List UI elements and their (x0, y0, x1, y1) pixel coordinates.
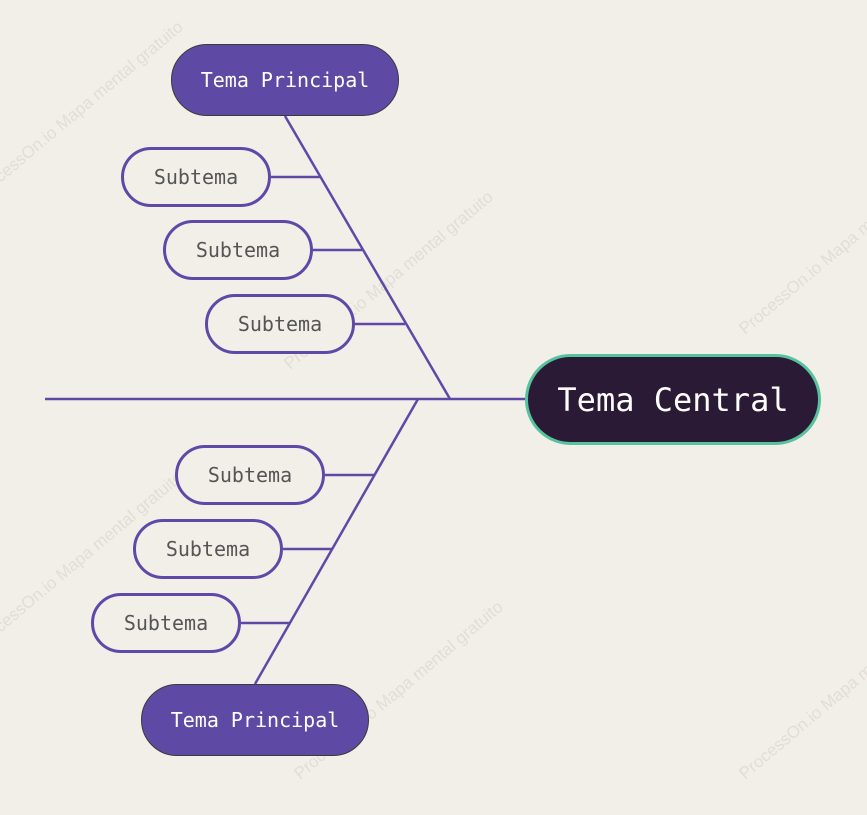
watermark: ProcessOn.io Mapa mental gratuito (735, 152, 867, 338)
subtopic-label: Subtema (123, 611, 209, 635)
subtopic-node-lower-3[interactable]: Subtema (91, 593, 241, 653)
main-topic-node-upper[interactable]: Tema Principal (171, 44, 399, 116)
subtopic-node-upper-3[interactable]: Subtema (205, 294, 355, 354)
subtopic-label: Subtema (153, 165, 239, 189)
central-topic-node[interactable]: Tema Central (525, 354, 821, 445)
subtopic-label: Subtema (237, 312, 323, 336)
subtopic-node-upper-2[interactable]: Subtema (163, 220, 313, 280)
subtopic-label: Subtema (165, 537, 251, 561)
subtopic-label: Subtema (207, 463, 293, 487)
lower-bone-line (253, 398, 420, 685)
subtopic-label: Subtema (195, 238, 281, 262)
subtopic-node-lower-2[interactable]: Subtema (133, 519, 283, 579)
subtopic-node-upper-1[interactable]: Subtema (121, 147, 271, 207)
central-topic-label: Tema Central (557, 380, 789, 419)
upper-bone-line (283, 115, 452, 400)
main-topic-node-lower[interactable]: Tema Principal (141, 684, 369, 756)
connector-lines (45, 115, 526, 685)
watermark: ProcessOn.io Mapa mental gratuito (735, 597, 867, 783)
subtopic-node-lower-1[interactable]: Subtema (175, 445, 325, 505)
main-topic-label: Tema Principal (170, 708, 340, 732)
main-topic-label: Tema Principal (200, 68, 370, 92)
